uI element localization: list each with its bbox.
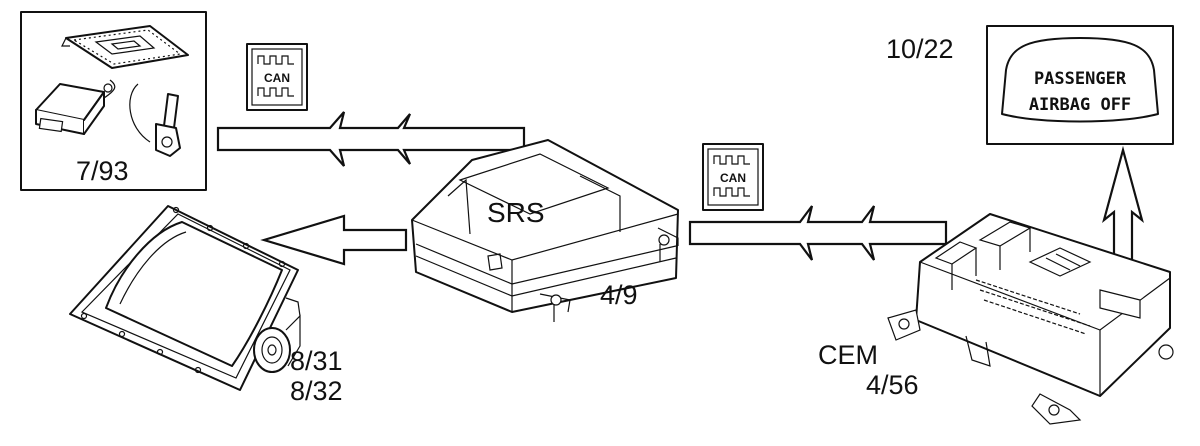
display-lamp-outline bbox=[1001, 37, 1159, 123]
srs-housing bbox=[411, 139, 679, 313]
srs-unit-code-label: 4/9 bbox=[600, 280, 638, 310]
seat-mat-sensor-icon bbox=[61, 25, 189, 69]
display-code-label: 10/22 bbox=[886, 34, 954, 64]
cem-code-label: 4/56 bbox=[866, 370, 919, 400]
cem-unit: CEM 4/56 bbox=[818, 213, 1174, 425]
cem-label: CEM bbox=[818, 340, 878, 370]
inflator-connector-icon bbox=[253, 297, 301, 373]
can-badge-1: CAN bbox=[246, 43, 308, 111]
passenger-airbag-display: 10/22 PASSENGER AIRBAG OFF bbox=[886, 25, 1174, 145]
can-badge-2-label: CAN bbox=[720, 171, 746, 185]
can-badge-2: CAN bbox=[702, 143, 764, 211]
display-frame bbox=[986, 25, 1174, 145]
srs-label: SRS bbox=[487, 197, 545, 228]
can-badge-1-label: CAN bbox=[264, 71, 290, 85]
arrow-cem-to-display bbox=[1102, 145, 1144, 268]
display-line-1: PASSENGER bbox=[1034, 69, 1127, 89]
display-line-2: AIRBAG OFF bbox=[1029, 95, 1131, 115]
arrow-srs-to-airbag bbox=[260, 214, 408, 266]
sensor-box-label: 7/93 bbox=[76, 156, 129, 186]
sensor-control-unit-icon bbox=[35, 79, 116, 135]
airbag-module-label-2: 8/32 bbox=[290, 376, 343, 406]
airbag-module-label: 8/31 bbox=[290, 346, 343, 376]
airbag-module: 8/31 8/32 bbox=[69, 205, 343, 406]
sensor-box-frame bbox=[20, 11, 207, 191]
srs-control-unit: SRS 4/9 bbox=[411, 139, 679, 322]
sensor-box: 7/93 bbox=[20, 11, 207, 191]
buckle-sensor-icon bbox=[129, 83, 181, 157]
signal-arrow-srs-to-cem bbox=[688, 205, 948, 261]
